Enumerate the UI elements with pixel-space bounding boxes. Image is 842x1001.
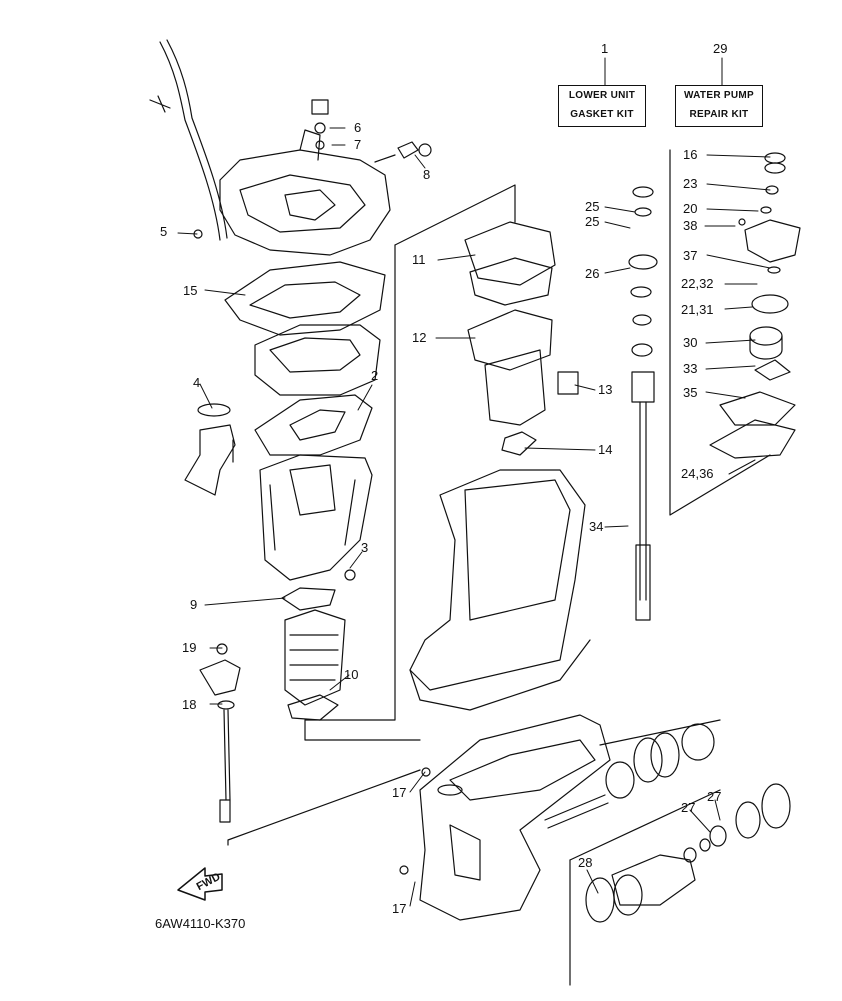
gasket-11 [464, 221, 556, 306]
callout-27-right: 27 [707, 789, 722, 804]
kit-line1: LOWER UNIT [568, 90, 636, 101]
callout-3: 3 [361, 540, 369, 555]
callout-30: 30 [683, 335, 698, 350]
callout-5: 5 [160, 224, 168, 239]
callout-10: 10 [344, 667, 359, 682]
leader-lines [177, 57, 771, 907]
gasket-15 [224, 261, 386, 336]
callout-8: 8 [423, 167, 431, 182]
callout-1: 1 [601, 41, 609, 56]
callout-15: 15 [183, 283, 198, 298]
shift-rod [199, 643, 241, 823]
callout-17-top: 17 [392, 785, 407, 800]
callout-34: 34 [589, 519, 604, 534]
adapter-12 [467, 309, 579, 456]
drive-shaft [628, 186, 658, 621]
callout-9: 9 [190, 597, 198, 612]
callout-33: 33 [683, 361, 698, 376]
callout-29: 29 [713, 41, 728, 56]
oil-pan [259, 454, 373, 581]
upper-casing [219, 99, 432, 256]
callout-20: 20 [683, 201, 698, 216]
callout-35: 35 [683, 385, 698, 400]
callout-26: 26 [585, 266, 600, 281]
upper-case [409, 469, 591, 711]
lower-unit-gasket-kit-box: LOWER UNIT GASKET KIT [558, 85, 646, 127]
water-tube [149, 39, 228, 241]
callout-4: 4 [193, 375, 201, 390]
fwd-arrow-icon [177, 867, 223, 901]
callout-11: 11 [412, 252, 426, 267]
bearing-housing [585, 783, 791, 923]
callout-25-top: 25 [585, 199, 600, 214]
bolts-17 [399, 767, 431, 875]
callout-7: 7 [354, 137, 362, 152]
callout-19: 19 [182, 640, 197, 655]
callout-25-bottom: 25 [585, 214, 600, 229]
callout-27-left: 27 [681, 800, 696, 815]
callout-24-36: 24,36 [681, 466, 714, 481]
water-pump-repair-kit-box: WATER PUMP REPAIR KIT [675, 85, 763, 127]
callout-12: 12 [412, 330, 427, 345]
seal-4 [184, 403, 236, 496]
drawing-code: 6AW4110-K370 [155, 916, 246, 931]
callout-38: 38 [683, 218, 698, 233]
prop-shaft [544, 723, 715, 829]
kit-line2: REPAIR KIT [689, 109, 749, 120]
lower-case [419, 714, 611, 921]
exhaust-guide [254, 324, 381, 396]
water-pump-parts [709, 152, 801, 459]
callout-23: 23 [683, 176, 698, 191]
callout-14: 14 [598, 442, 613, 457]
callout-2: 2 [371, 368, 379, 383]
gasket-2 [254, 394, 373, 456]
callout-17-bottom: 17 [392, 901, 407, 916]
callout-18: 18 [182, 697, 197, 712]
strainer [281, 587, 346, 721]
callout-22-32: 22,32 [681, 276, 714, 291]
callout-37: 37 [683, 248, 698, 263]
kit-line1: WATER PUMP [683, 90, 755, 101]
callout-13: 13 [598, 382, 613, 397]
callout-16: 16 [683, 147, 698, 162]
frame-lines [227, 149, 771, 986]
callout-6: 6 [354, 120, 362, 135]
kit-line2: GASKET KIT [570, 109, 634, 120]
callout-21-31: 21,31 [681, 302, 714, 317]
callout-28: 28 [578, 855, 593, 870]
